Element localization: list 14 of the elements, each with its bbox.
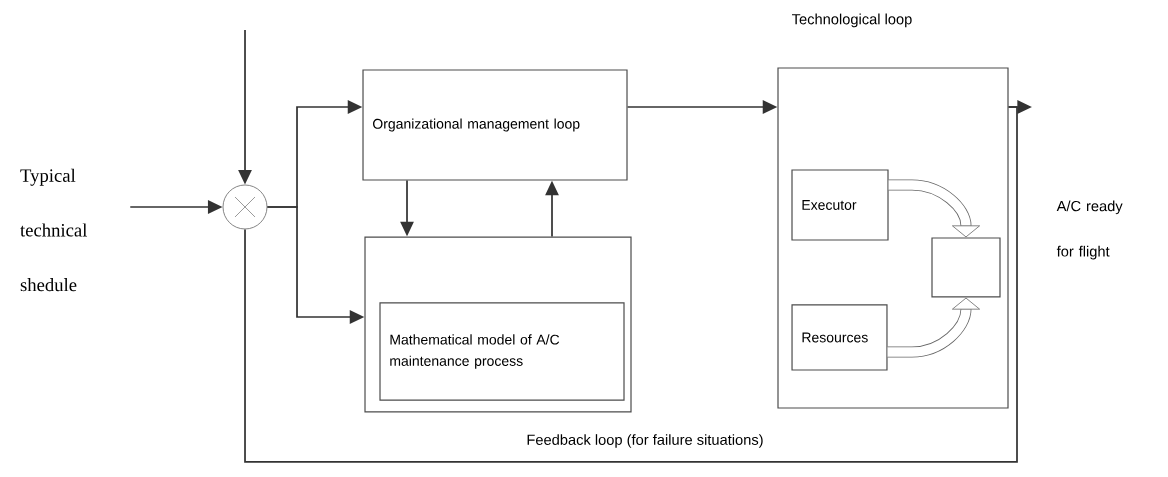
output-label: A/C ready for flight bbox=[1056, 200, 1123, 260]
edge-label: Feedback loop (for failure situations) bbox=[523, 431, 767, 451]
feedback-line bbox=[244, 106, 1018, 463]
block-arrow bbox=[887, 297, 980, 358]
process-box bbox=[364, 236, 632, 413]
box-heading: Technological loop bbox=[792, 13, 912, 28]
process-box: Executor bbox=[791, 169, 889, 241]
process-box: Mathematical model of A/C maintenance process bbox=[379, 302, 625, 401]
block-arrow bbox=[888, 179, 980, 238]
input-label: Typical technical shedule bbox=[20, 168, 87, 292]
process-box: Resources bbox=[791, 304, 888, 371]
empty-box bbox=[931, 237, 1001, 298]
process-box: Organizational management loop bbox=[362, 69, 628, 181]
summing-junction bbox=[222, 184, 268, 230]
